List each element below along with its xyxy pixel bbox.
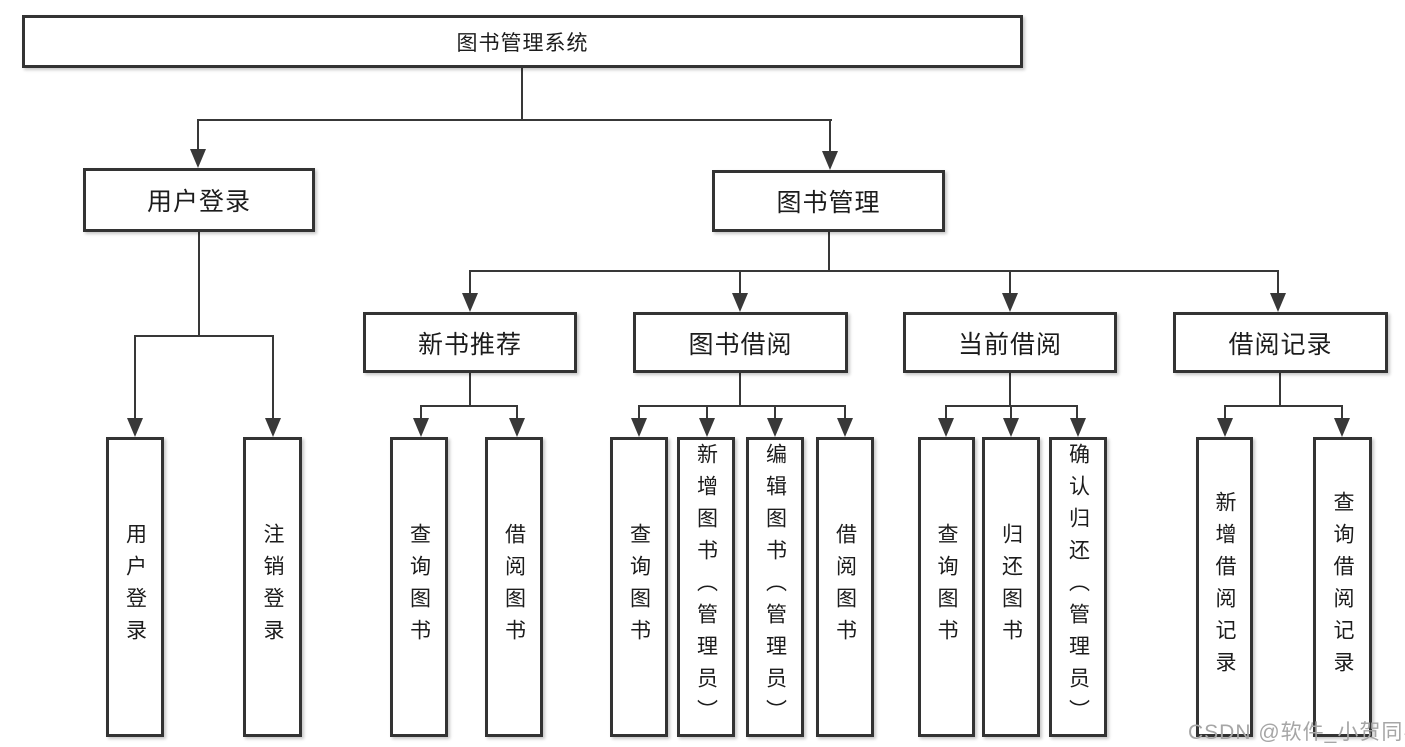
connector-line (197, 119, 199, 152)
leaf-add-book-admin: 新增图书（管理员） (677, 437, 735, 737)
leaf-label: 查询图书 (935, 523, 958, 651)
leaf-logout: 注销登录 (243, 437, 302, 737)
connector-line (1009, 270, 1011, 296)
connector-line (197, 119, 832, 121)
leaf-label: 查询图书 (407, 523, 431, 651)
connector-line (1279, 373, 1281, 406)
arrowhead-down-icon (190, 149, 206, 168)
watermark: CSDN @软件_小贺同学 (1188, 721, 1405, 744)
connector-line (1277, 270, 1279, 296)
leaf-borrow-books-recommend: 借阅图书 (485, 437, 543, 737)
connector-line (272, 335, 274, 421)
leaf-query-borrow-record: 查询借阅记录 (1313, 437, 1372, 737)
connector-line (638, 405, 846, 407)
arrowhead-down-icon (822, 151, 838, 170)
arrowhead-down-icon (1270, 293, 1286, 312)
leaf-label: 借阅图书 (833, 523, 857, 651)
connector-line (521, 68, 523, 121)
arrowhead-down-icon (732, 293, 748, 312)
leaf-label: 查询借阅记录 (1331, 491, 1354, 683)
connector-line (1009, 373, 1011, 406)
leaf-add-borrow-record: 新增借阅记录 (1196, 437, 1253, 737)
connector-line (134, 335, 274, 337)
leaf-query-books-borrowing: 查询图书 (610, 437, 668, 737)
connector-line (1224, 405, 1343, 407)
connector-line (469, 270, 471, 296)
connector-line (198, 232, 200, 335)
node-book-management: 图书管理 (712, 170, 945, 232)
arrowhead-down-icon (413, 418, 429, 437)
arrowhead-down-icon (938, 418, 954, 437)
connector-line (420, 405, 422, 421)
arrowhead-down-icon (1003, 418, 1019, 437)
arrowhead-down-icon (837, 418, 853, 437)
leaf-confirm-return-admin: 确认归还（管理员） (1049, 437, 1107, 737)
node-user-login: 用户登录 (83, 168, 315, 232)
connector-line (774, 405, 776, 421)
leaf-borrow-books-borrowing: 借阅图书 (816, 437, 874, 737)
connector-line (420, 405, 518, 407)
arrowhead-down-icon (462, 293, 478, 312)
arrowhead-down-icon (767, 418, 783, 437)
node-current-borrowing: 当前借阅 (903, 312, 1117, 373)
node-borrowing-records: 借阅记录 (1173, 312, 1388, 373)
arrowhead-down-icon (509, 418, 525, 437)
leaf-label: 注销登录 (261, 523, 284, 651)
leaf-label: 编辑图书（管理员） (763, 443, 787, 731)
connector-line (945, 405, 947, 421)
leaf-query-books-recommend: 查询图书 (390, 437, 448, 737)
arrowhead-down-icon (631, 418, 647, 437)
connector-line (706, 405, 708, 421)
arrowhead-down-icon (699, 418, 715, 437)
node-library-management-system: 图书管理系统 (22, 15, 1023, 68)
arrowhead-down-icon (265, 418, 281, 437)
node-new-book-recommendation: 新书推荐 (363, 312, 577, 373)
leaf-user-login: 用户登录 (106, 437, 164, 737)
connector-line (828, 232, 830, 270)
leaf-label: 新增借阅记录 (1213, 491, 1236, 683)
leaf-label: 确认归还（管理员） (1066, 443, 1090, 731)
connector-line (739, 373, 741, 406)
leaf-query-books-current: 查询图书 (918, 437, 975, 737)
node-book-borrowing: 图书借阅 (633, 312, 848, 373)
connector-line (134, 335, 136, 421)
connector-line (1010, 405, 1012, 421)
arrowhead-down-icon (1002, 293, 1018, 312)
leaf-label: 用户登录 (123, 523, 147, 651)
connector-line (844, 405, 846, 421)
arrowhead-down-icon (127, 418, 143, 437)
connector-line (638, 405, 640, 421)
connector-line (1076, 405, 1078, 421)
leaf-label: 借阅图书 (502, 523, 526, 651)
connector-line (516, 405, 518, 421)
leaf-label: 新增图书（管理员） (694, 443, 718, 731)
connector-line (1224, 405, 1226, 421)
leaf-edit-book-admin: 编辑图书（管理员） (746, 437, 804, 737)
arrowhead-down-icon (1334, 418, 1350, 437)
connector-line (1341, 405, 1343, 421)
leaf-return-book: 归还图书 (982, 437, 1040, 737)
arrowhead-down-icon (1070, 418, 1086, 437)
connector-line (469, 270, 1279, 272)
connector-line (469, 373, 471, 406)
connector-line (739, 270, 741, 296)
leaf-label: 归还图书 (999, 523, 1023, 651)
arrowhead-down-icon (1217, 418, 1233, 437)
leaf-label: 查询图书 (627, 523, 651, 651)
connector-line (829, 119, 831, 154)
